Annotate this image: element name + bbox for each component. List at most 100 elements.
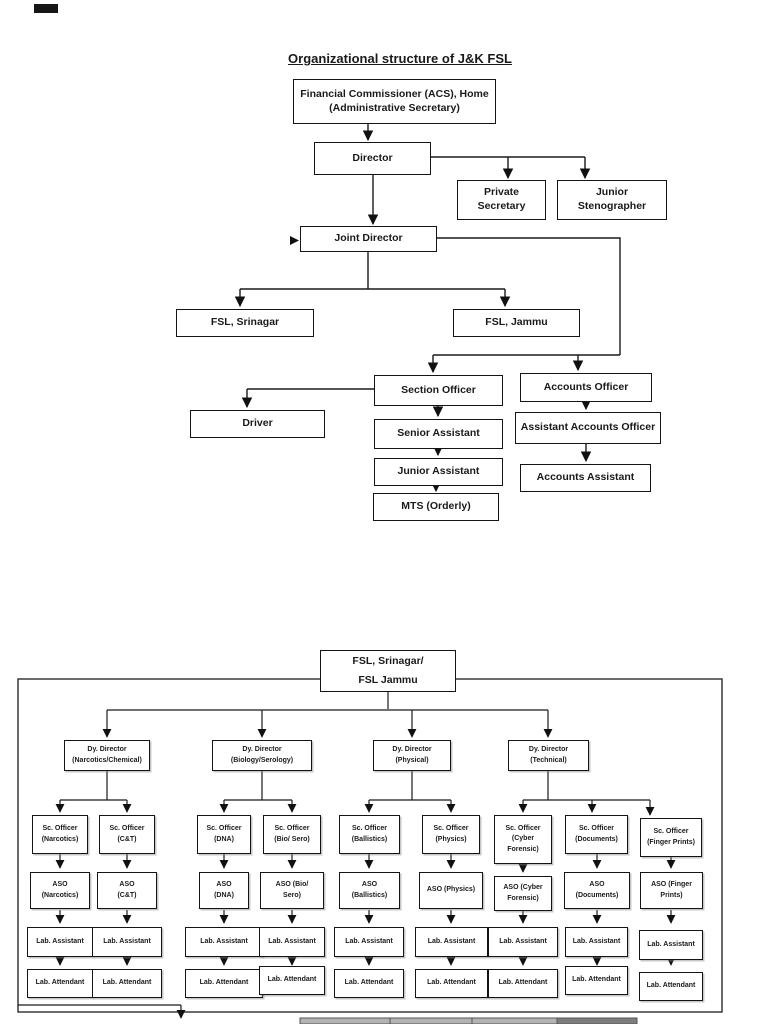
node-lab-assistant: Lab. Assistant [488,927,558,957]
node-accounts-assistant: Accounts Assistant [520,464,651,492]
node-label: (Ballistics) [351,835,388,843]
node-aso-finger-prints: ASO (Finger Prints) [640,872,703,909]
node-label: (Bio/ Sero) [274,835,310,843]
node-dy-director-physical: Dy. Director (Physical) [373,740,451,771]
node-label: Sc. Officer [109,825,145,832]
node-label: ASO [589,881,605,888]
node-lab-attendant: Lab. Attendant [415,969,488,998]
node-aso-narcotics: ASO (Narcotics) [30,872,90,909]
node-fsl-jammu: FSL, Jammu [453,309,580,337]
node-label: (Narcotics) [41,835,79,843]
node-sc-officer-ballistics: Sc. Officer (Ballistics) [339,815,400,854]
node-section-officer: Section Officer [374,375,503,406]
node-sc-officer-documents: Sc. Officer (Documents) [565,815,628,854]
node-label: (Documents) [575,891,619,899]
node-label: ASO (Cyber [503,884,543,891]
node-mts-orderly: MTS (Orderly) [373,493,499,521]
node-aso-ballistics: ASO (Ballistics) [339,872,400,909]
node-label: (Narcotics) [41,891,79,899]
node-label: (Documents) [575,835,618,843]
node-label: Forensic) [507,894,539,902]
node-lab-assistant: Lab. Assistant [565,927,628,957]
node-label: Private [483,186,520,199]
node-label: (C&T) [117,891,137,899]
node-lab-attendant: Lab. Attendant [185,969,263,998]
node-senior-assistant: Senior Assistant [374,419,503,449]
node-label: (DNA) [214,835,234,843]
node-label: Sero) [283,891,301,899]
node-sc-officer-physics: Sc. Officer (Physics) [422,815,480,854]
cutoff-table-header [299,1017,638,1024]
node-lab-attendant: Lab. Attendant [259,966,325,995]
node-junior-assistant: Junior Assistant [374,458,503,486]
node-label: Prints) [660,891,683,899]
node-label: ASO (Finger [651,881,692,888]
node-aso-dna: ASO (DNA) [199,872,249,909]
node-fsl-root: FSL, Srinagar/ FSL Jammu [320,650,456,692]
node-label: (Administrative Secretary) [329,101,460,114]
node-lab-assistant: Lab. Assistant [92,927,162,957]
node-lab-attendant: Lab. Attendant [565,966,628,995]
node-label: ASO [119,881,135,888]
node-label: Sc. Officer [206,825,242,832]
node-label: (Ballistics) [351,891,388,899]
node-aso-ct: ASO (C&T) [97,872,157,909]
node-lab-assistant: Lab. Assistant [639,930,703,960]
node-fsl-srinagar: FSL, Srinagar [176,309,314,337]
node-label: Sc. Officer [505,824,541,832]
node-label: ASO [361,881,378,888]
pointer-icon [290,236,299,245]
node-label: ASO [216,881,232,888]
node-label: (DNA) [214,891,234,899]
node-label: Financial Commissioner (ACS), Home [300,87,489,100]
node-label: (Cyber [511,835,535,843]
node-joint-director: Joint Director [300,226,437,252]
node-sc-officer-cyber-forensic: Sc. Officer (Cyber Forensic) [494,815,552,864]
node-lab-attendant: Lab. Attendant [639,972,703,1001]
node-sc-officer-narcotics: Sc. Officer (Narcotics) [32,815,88,854]
node-label: Secretary [477,200,526,212]
node-label: ASO (Physics) [426,886,476,894]
node-aso-documents: ASO (Documents) [564,872,630,909]
node-label: (Physical) [395,756,429,764]
node-lab-attendant: Lab. Attendant [92,969,162,998]
node-sc-officer-bio-sero: Sc. Officer (Bio/ Sero) [263,815,321,854]
node-label: Sc. Officer [351,825,387,832]
node-label: Sc. Officer [653,828,689,835]
node-dy-director-biology-serology: Dy. Director (Biology/Serology) [212,740,312,771]
node-lab-assistant: Lab. Assistant [259,927,325,957]
node-label: Stenographer [577,200,647,212]
node-dy-director-narcotics-chemical: Dy. Director (Narcotics/Chemical) [64,740,150,771]
node-label: FSL Jammu [358,674,418,686]
node-sc-officer-dna: Sc. Officer (DNA) [197,815,251,854]
node-label: ASO (Bio/ [275,881,309,888]
node-junior-stenographer: Junior Stenographer [557,180,667,220]
node-aso-cyber-forensic: ASO (Cyber Forensic) [494,876,552,911]
node-label: Forensic) [507,845,539,853]
node-sc-officer-ct: Sc. Officer (C&T) [99,815,155,854]
node-label: (Biology/Serology) [230,756,294,764]
node-label: (Technical) [530,756,567,764]
node-private-secretary: Private Secretary [457,180,546,220]
node-label: Sc. Officer [433,825,469,832]
node-lab-attendant: Lab. Attendant [488,969,558,998]
node-lab-assistant: Lab. Assistant [185,927,263,957]
node-label: Dy. Director [87,746,127,753]
node-label: FSL, Srinagar/ [352,655,424,668]
node-label: Junior [595,186,629,199]
node-director: Director [314,142,431,175]
node-assistant-accounts-officer: Assistant Accounts Officer [515,412,661,444]
node-label: (Narcotics/Chemical) [72,756,142,764]
node-aso-bio-sero: ASO (Bio/ Sero) [260,872,324,909]
node-label: (Finger Prints) [647,838,695,846]
node-dy-director-technical: Dy. Director (Technical) [508,740,589,771]
node-label: Dy. Director [392,746,432,753]
node-aso-physics: ASO (Physics) [419,872,483,909]
node-label: Dy. Director [528,746,569,753]
page-edge-artifact [34,4,58,13]
node-label: ASO [52,881,68,888]
node-sc-officer-finger-prints: Sc. Officer (Finger Prints) [640,818,702,857]
node-lab-attendant: Lab. Attendant [334,969,404,998]
